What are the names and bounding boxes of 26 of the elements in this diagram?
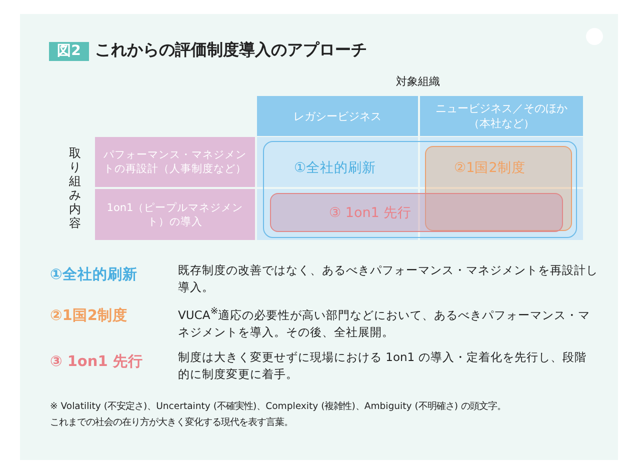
figure-badge: 図2 bbox=[49, 42, 89, 61]
region-label: ②1国2制度 bbox=[454, 159, 526, 177]
description: VUCA$^{※}$適応の必要性が高い部門などにおいて、あるべきパフォーマンス・マネジメントを導入。その後、全社展開。 bbox=[178, 305, 592, 341]
approach-name: ②1国2制度 bbox=[50, 306, 128, 325]
approach-name: ③ 1on1 先行 bbox=[50, 352, 143, 371]
header-label: レガシービジネス bbox=[294, 108, 382, 124]
axis-label: 対象組織 bbox=[395, 74, 441, 89]
description: 既存制度の改善ではなく、あるべきパフォーマンス・マネジメントを再設計し導入。 bbox=[178, 262, 598, 296]
region-label: ③ 1on1 先行 bbox=[329, 204, 412, 222]
footnote: これまでの社会の在り方が大きく変化する現代を表す言葉。 bbox=[50, 416, 293, 429]
column-header bbox=[420, 96, 583, 136]
row-label: 1on1（ピープルマネジメント）の導入 bbox=[106, 200, 244, 228]
approach-region bbox=[263, 141, 577, 238]
title: これからの評価制度導入のアプローチ bbox=[95, 40, 367, 61]
footnote: ※ Volatility (不安定さ)、Uncertainty (不確実性)、Complexity (複雑性)、Ambiguity (不明確さ) の頭文字。 bbox=[50, 400, 506, 413]
region-label: ①全社的刷新 bbox=[294, 159, 376, 177]
approach-name: ①全社的刷新 bbox=[50, 266, 138, 284]
row-header bbox=[95, 137, 255, 187]
header-label: ニュービジネス／そのほか（本社など） bbox=[434, 101, 568, 131]
approach-region bbox=[425, 146, 572, 231]
row-label: パフォーマンス・マネジメントの再設計（人事制度など） bbox=[102, 148, 248, 176]
row-header bbox=[95, 189, 255, 240]
approach-region bbox=[270, 193, 563, 232]
axis-label: 取り組み内容 bbox=[69, 146, 82, 230]
column-header bbox=[257, 96, 418, 136]
description: 制度は大きく変更せずに現場における 1on1 の導入・定着化を先行し、段階的に制度変更に着手。 bbox=[178, 349, 588, 383]
